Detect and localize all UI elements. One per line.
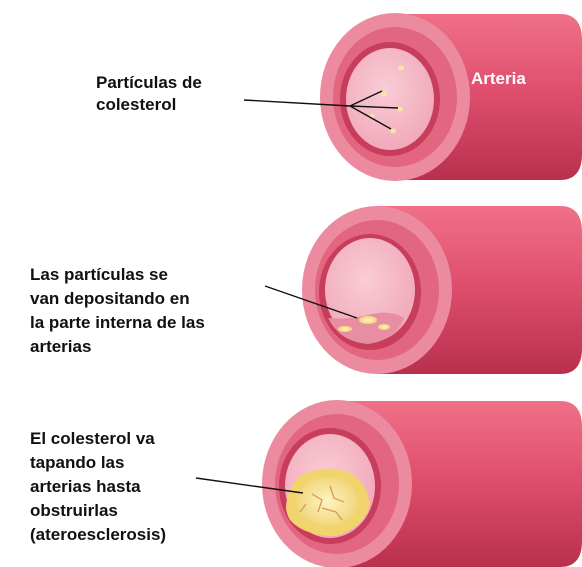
- label-line: arterias hasta: [30, 477, 141, 496]
- artery-lumen-1: [346, 48, 434, 150]
- label-line: tapando las: [30, 453, 124, 472]
- panel-stage-1: Partículas de colesterol Arteria: [96, 13, 582, 181]
- label-line: van depositando en: [30, 289, 190, 308]
- label-cholesterol-particles: Partículas de colesterol: [96, 73, 207, 114]
- label-line: El colesterol va: [30, 429, 155, 448]
- label-line: (ateroesclerosis): [30, 525, 166, 544]
- cholesterol-particle: [381, 92, 387, 97]
- cholesterol-deposit: [378, 324, 390, 330]
- label-line: arterias: [30, 337, 91, 356]
- cholesterol-particle: [398, 66, 404, 71]
- label-line: Las partículas se: [30, 265, 168, 284]
- label-line: la parte interna de las: [30, 313, 205, 332]
- label-line: colesterol: [96, 95, 176, 114]
- cholesterol-particle: [390, 129, 396, 134]
- artery-label: Arteria: [471, 69, 526, 88]
- label-line: obstruirlas: [30, 501, 118, 520]
- label-cholesterol-blocking: El colesterol va tapando las arterias ha…: [30, 429, 166, 544]
- label-line: Partículas de: [96, 73, 202, 92]
- cholesterol-deposit: [359, 316, 377, 324]
- cholesterol-particle: [397, 107, 403, 112]
- panel-stage-2: Las partículas se van depositando en la …: [30, 206, 582, 374]
- cholesterol-deposit: [338, 326, 352, 332]
- label-particles-depositing: Las partículas se van depositando en la …: [30, 265, 210, 356]
- panel-stage-3: El colesterol va tapando las arterias ha…: [30, 400, 582, 567]
